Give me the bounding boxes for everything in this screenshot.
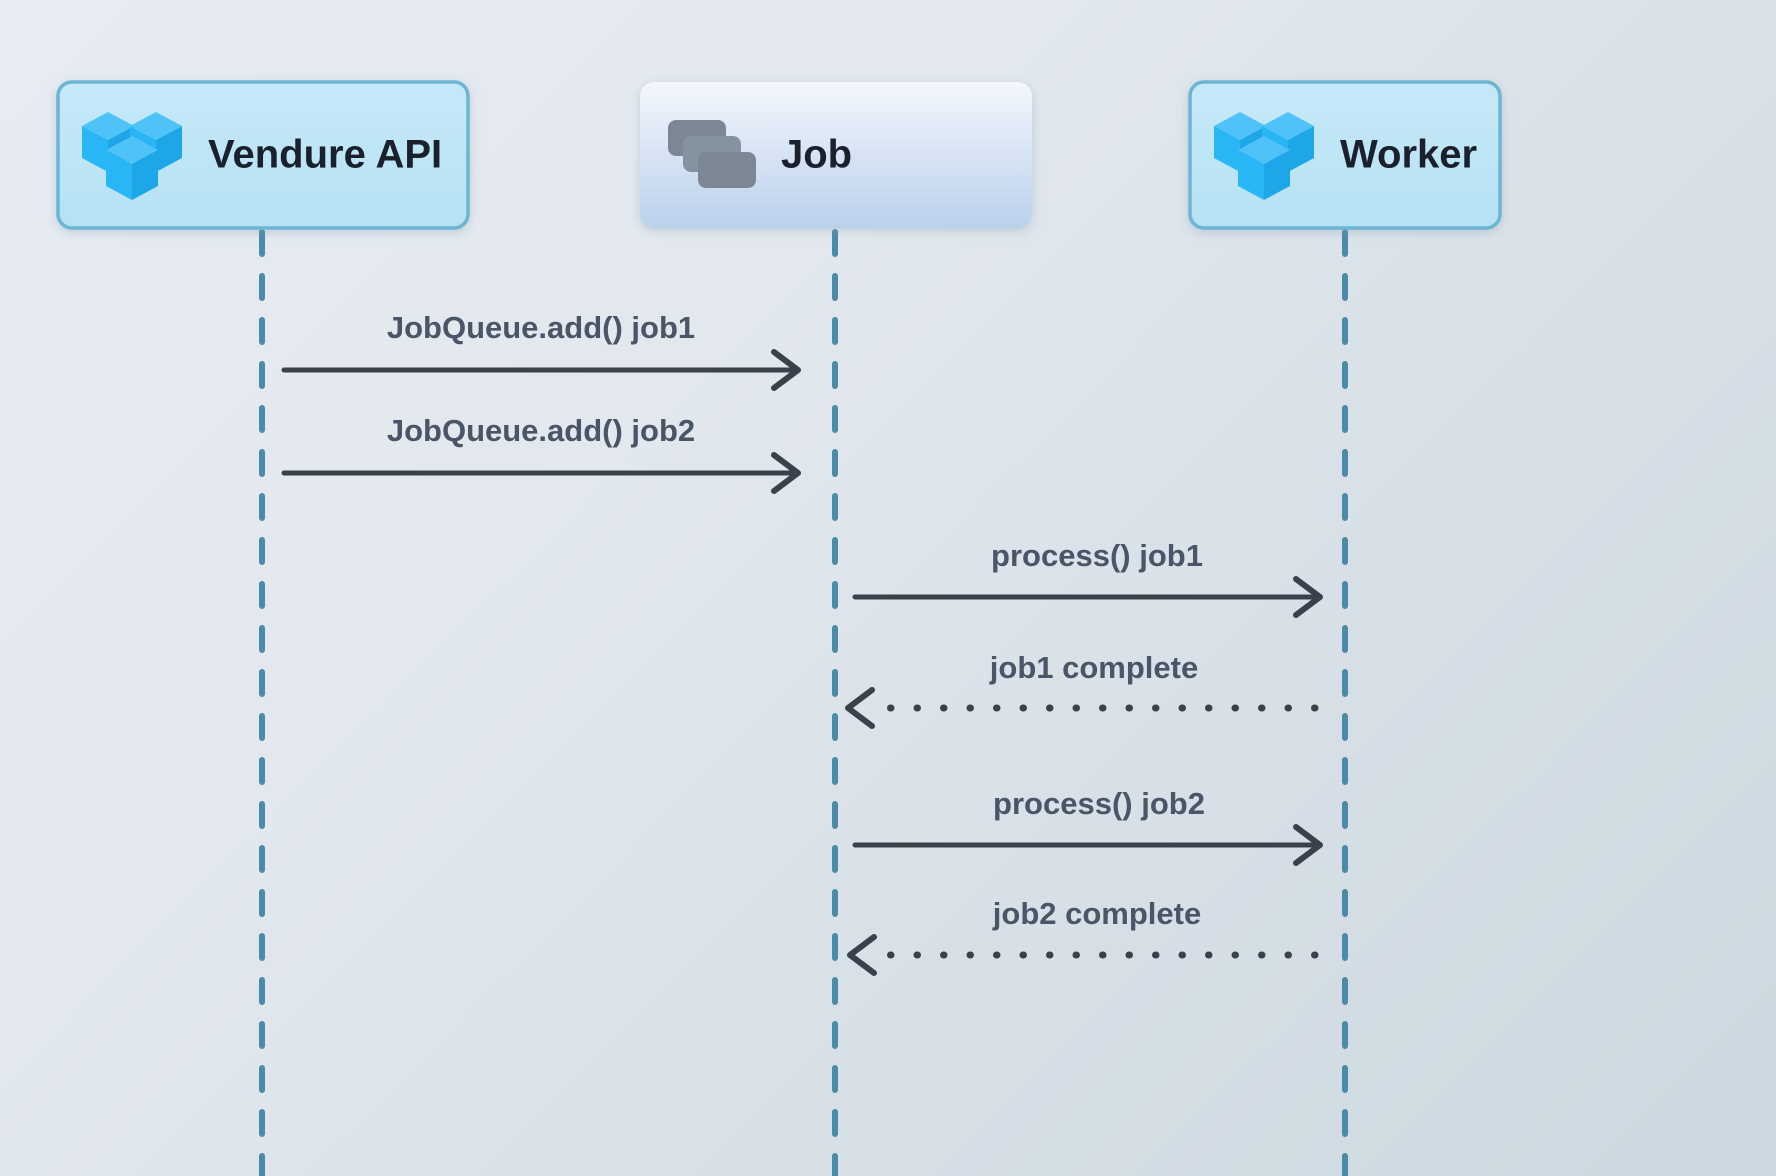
- message-arrowhead-6: [847, 934, 877, 976]
- participant-vendure-api[interactable]: Vendure API: [56, 80, 470, 230]
- participant-label-vendure-api: Vendure API: [208, 133, 442, 177]
- message-arrowhead-5: [1293, 824, 1323, 866]
- message-1: JobQueue.add() job1: [281, 310, 801, 391]
- message-3: process() job1: [852, 538, 1323, 618]
- participant-box-job[interactable]: [640, 82, 1032, 228]
- message-label-4: job1 complete: [989, 650, 1198, 685]
- vendure-cubes-icon-worker: [1214, 112, 1314, 200]
- lifelines-group: [259, 229, 1348, 1176]
- message-arrowhead-2: [771, 452, 801, 494]
- message-label-1: JobQueue.add() job1: [387, 310, 695, 345]
- message-label-3: process() job1: [991, 538, 1203, 573]
- vendure-cubes-icon: [82, 112, 182, 200]
- message-label-5: process() job2: [993, 786, 1205, 821]
- message-5: process() job2: [852, 786, 1323, 866]
- participant-label-worker: Worker: [1340, 133, 1477, 177]
- participant-job[interactable]: Job: [640, 82, 1032, 228]
- message-arrowhead-1: [771, 349, 801, 391]
- participant-worker[interactable]: Worker: [1188, 80, 1502, 230]
- message-arrowhead-4: [845, 687, 875, 729]
- message-label-6: job2 complete: [992, 896, 1201, 931]
- message-2: JobQueue.add() job2: [281, 413, 801, 494]
- participant-label-job: Job: [781, 133, 852, 177]
- message-label-2: JobQueue.add() job2: [387, 413, 695, 448]
- message-4: job1 complete: [845, 650, 1319, 729]
- message-arrowhead-3: [1293, 576, 1323, 618]
- stacked-cards-icon: [668, 120, 756, 188]
- message-6: job2 complete: [847, 896, 1319, 976]
